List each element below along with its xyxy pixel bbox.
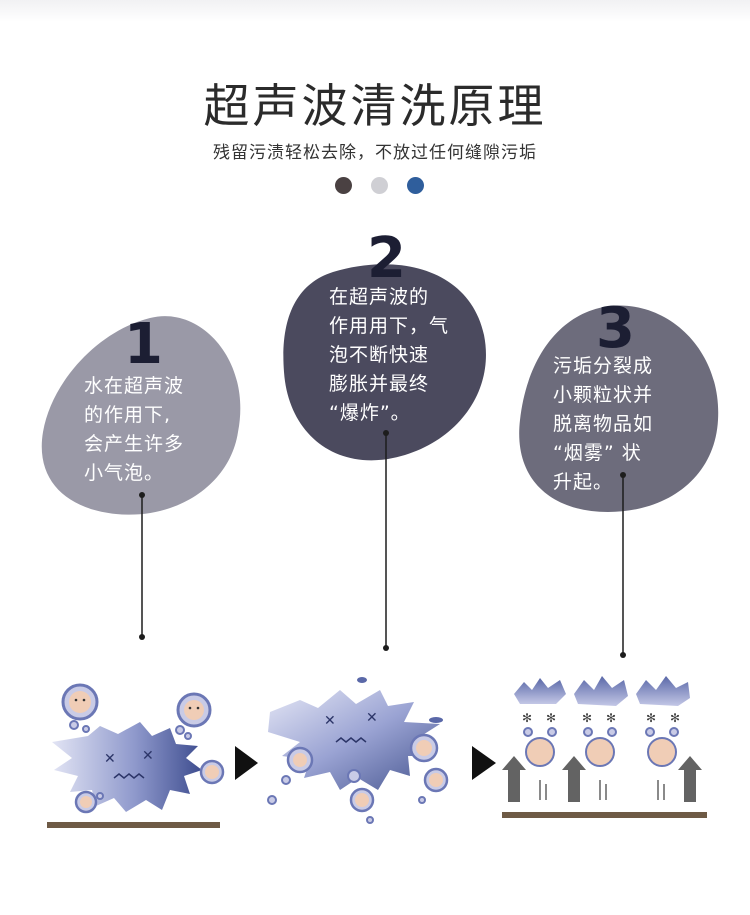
flow-arrow-1: [235, 746, 258, 780]
dirt-cloud: [514, 678, 566, 704]
step-3-number: 3: [596, 296, 635, 361]
illustration-3-dirt-rising: ✻ ✻ ✻ ✻ ✻ ✻: [502, 676, 707, 818]
motion-lines: [539, 780, 665, 800]
step-1-number: 1: [124, 312, 163, 377]
sparkle-icon: ✻: [546, 711, 556, 725]
step-3-pointer-dot-bottom: [620, 652, 626, 658]
wavy-mouth: [335, 737, 367, 743]
angry-bubble-character: [523, 727, 557, 767]
up-arrow-icon: [678, 756, 702, 802]
sparkle-icon: ✻: [606, 711, 616, 725]
small-bubble: [347, 769, 361, 783]
top-fade-strip: [0, 0, 750, 22]
pager-dots: [335, 177, 425, 195]
up-arrow-icon: [502, 756, 526, 802]
step-2-pointer-dot-top: [383, 430, 389, 436]
bubble-character: [418, 767, 449, 804]
ground-bar: [47, 822, 220, 828]
angry-bubble-character: [645, 727, 679, 767]
step-3-text: 污垢分裂成 小颗粒状并 脱离物品如 “烟雾” 状 升起。: [553, 355, 654, 493]
step-1-pointer-dot-bottom: [139, 634, 145, 640]
dirt-cloud: [636, 676, 690, 706]
sparkle-icon: ✻: [670, 711, 680, 725]
bubble-character: [199, 759, 225, 785]
bubble-character: [175, 692, 212, 740]
step-2-number: 2: [367, 226, 406, 291]
bubble-character: [267, 746, 314, 805]
bubble-character: [409, 733, 439, 763]
wavy-mouth: [113, 773, 145, 779]
angry-bubble-character: [583, 727, 617, 767]
spray-fleck: [357, 677, 367, 683]
dizzy-eye: ✕: [142, 748, 154, 764]
illustration-1-bubbles-forming: ✕ ✕: [47, 683, 225, 828]
bubble-character: [61, 683, 99, 733]
dizzy-eye: ✕: [366, 710, 378, 726]
sparkle-icon: ✻: [522, 711, 532, 725]
dizzy-eye: ✕: [324, 713, 336, 729]
pager-dot[interactable]: [407, 177, 424, 194]
step-3-pointer-dot-top: [620, 472, 626, 478]
dirt-cloud: [574, 676, 628, 706]
page-subtitle: 残留污渍轻松去除，不放过任何缝隙污垢: [213, 143, 537, 163]
step-1-blob: [41, 316, 241, 515]
illustration-2-bubbles-exploding: ✕ ✕: [267, 677, 449, 824]
sparkle-icon: ✻: [646, 711, 656, 725]
page-title: 超声波清洗原理: [203, 79, 547, 133]
step-1-text: 水在超声波 的作用下, 会产生许多 小气泡。: [84, 375, 185, 484]
ground-bar: [502, 812, 707, 818]
pager-dot[interactable]: [371, 177, 388, 194]
pager-dot[interactable]: [335, 177, 352, 194]
step-2-blob: [283, 264, 486, 461]
dirt-splash: [52, 722, 202, 812]
bubble-character: [74, 790, 104, 814]
step-3-blob: [519, 305, 719, 512]
up-arrow-icon: [562, 756, 586, 802]
step-2-text: 在超声波的 作用用下，气 泡不断快速 膨胀并最终 “爆炸”。: [329, 286, 450, 424]
step-1-pointer-dot-top: [139, 492, 145, 498]
dizzy-eye: ✕: [104, 751, 116, 767]
sparkle-icon: ✻: [582, 711, 592, 725]
step-2-pointer-dot-bottom: [383, 645, 389, 651]
spray-fleck: [429, 717, 443, 723]
bubble-character: [349, 787, 375, 824]
flow-arrow-2: [472, 746, 496, 780]
